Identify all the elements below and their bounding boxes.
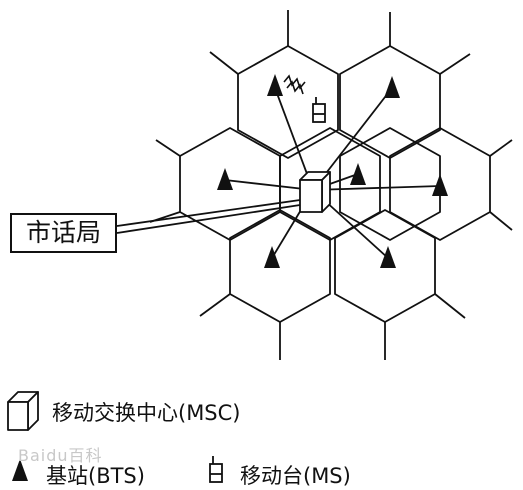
base-station-icon: [350, 163, 366, 185]
base-station-icon: [380, 246, 396, 268]
watermark: Baidu百科: [18, 446, 103, 465]
base-station-icon: [217, 168, 233, 190]
base-station-icon: [384, 76, 400, 98]
legend-msc-icon: [7, 391, 39, 431]
hex-cell-lower-left: [229, 209, 331, 323]
base-station-icon: [264, 246, 280, 268]
radio-link-icon: [283, 74, 306, 95]
legend-bts-label: 基站(BTS): [46, 464, 145, 488]
legend-ms-label: 移动台(MS): [240, 464, 351, 488]
base-station-icon: [267, 74, 283, 96]
legend-bts-icon: [12, 459, 28, 481]
legend-msc-label: 移动交换中心(MSC): [52, 401, 241, 425]
legend-ms-icon: [209, 456, 223, 483]
msc-icon: [299, 171, 331, 213]
mobile-station-icon: [312, 97, 326, 123]
local-exchange-label: 市话局: [10, 213, 117, 253]
base-station-icon: [432, 174, 448, 196]
